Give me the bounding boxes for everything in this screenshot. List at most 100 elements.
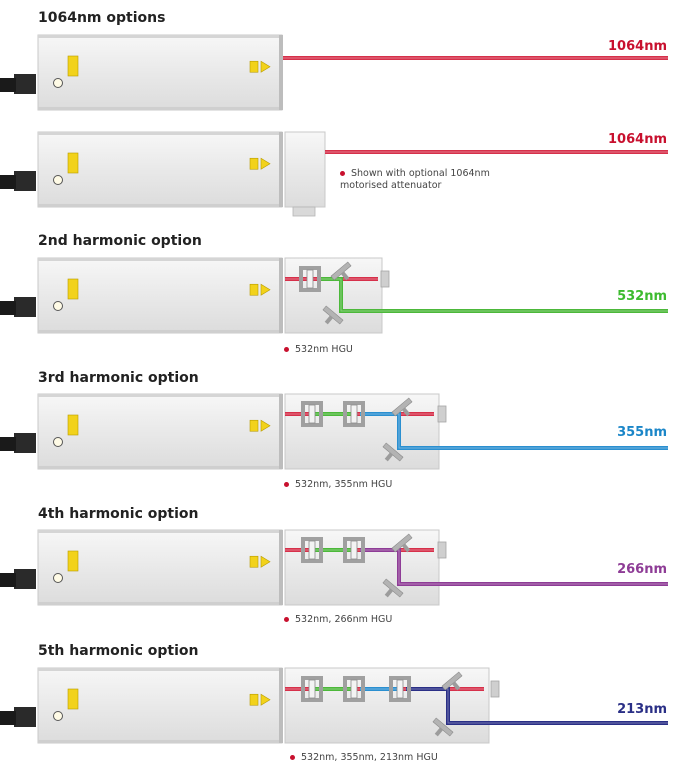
crystal-mount bbox=[299, 266, 321, 292]
mirror-mount bbox=[384, 452, 393, 462]
aperture-warning-icon bbox=[260, 283, 271, 296]
laser-head-end-plate bbox=[279, 132, 283, 207]
status-indicator-icon bbox=[53, 78, 63, 88]
attenuator-housing bbox=[284, 131, 326, 208]
mirror-icon bbox=[391, 397, 413, 417]
umbilical-cable bbox=[0, 78, 16, 92]
cable-connector bbox=[14, 433, 36, 453]
laser-head-edge bbox=[38, 132, 282, 135]
laser-head-edge bbox=[38, 740, 282, 743]
laser-head-edge bbox=[38, 530, 282, 533]
crystal-mount bbox=[301, 676, 323, 702]
aperture-warning-icon bbox=[260, 60, 271, 73]
mirror-surface bbox=[322, 305, 344, 325]
beam-266nm bbox=[360, 548, 668, 586]
nonlinear-crystal-icon bbox=[301, 676, 323, 702]
laser-head-edge bbox=[38, 668, 282, 671]
mirror-icon bbox=[322, 305, 344, 325]
nonlinear-crystal-icon bbox=[343, 676, 365, 702]
laser-warning-label-icon bbox=[67, 688, 79, 710]
crystal-mount bbox=[343, 401, 365, 427]
beam-532nm bbox=[318, 277, 668, 313]
cable-connector bbox=[14, 569, 36, 589]
mirror-icon bbox=[382, 442, 404, 462]
status-indicator-icon bbox=[53, 175, 63, 185]
laser-head-edge bbox=[38, 107, 282, 110]
beam-355nm-highlight bbox=[360, 413, 668, 449]
aperture-warning-icon bbox=[260, 157, 271, 170]
mirror-mount bbox=[324, 315, 333, 325]
cable-connector bbox=[14, 171, 36, 191]
crystal bbox=[308, 679, 316, 699]
hgu-note-266: 532nm, 266nm HGU bbox=[284, 614, 392, 626]
beam-213nm-highlight bbox=[406, 688, 668, 724]
section-title-4th-harmonic: 4th harmonic option bbox=[38, 506, 199, 522]
beam-dump-icon bbox=[437, 541, 447, 559]
crystal-mount bbox=[301, 401, 323, 427]
attenuator-note: Shown with optional 1064nm motorised att… bbox=[340, 168, 490, 191]
note-bullet bbox=[284, 482, 289, 487]
mirror-mount bbox=[434, 727, 443, 737]
laser-head-edge bbox=[38, 330, 282, 333]
laser-head bbox=[0, 131, 283, 208]
mirror-surface bbox=[382, 442, 404, 462]
beam-dump-icon bbox=[380, 270, 390, 288]
beam-532nm-highlight bbox=[318, 278, 668, 312]
mirror-icon bbox=[441, 671, 463, 691]
crystal-mount bbox=[389, 676, 411, 702]
laser-head-edge bbox=[38, 394, 282, 397]
crystal bbox=[306, 269, 314, 289]
crystal-mount bbox=[343, 676, 365, 702]
hgu-note-213: 532nm, 355nm, 213nm HGU bbox=[290, 752, 438, 764]
attenuator-motor bbox=[292, 206, 316, 217]
note-bullet bbox=[340, 171, 345, 176]
laser-head-edge bbox=[38, 204, 282, 207]
wavelength-label-1064-b: 1064nm bbox=[608, 132, 667, 147]
note-bullet bbox=[284, 347, 289, 352]
mirror-mount bbox=[452, 681, 461, 691]
mirror-surface bbox=[382, 578, 404, 598]
laser-head-edge bbox=[38, 602, 282, 605]
status-indicator-icon bbox=[53, 573, 63, 583]
beam-355nm bbox=[360, 412, 668, 450]
warning-sticker-icon bbox=[249, 693, 259, 706]
laser-warning-label-icon bbox=[67, 152, 79, 174]
aperture-warning-icon bbox=[260, 693, 271, 706]
mirror-surface bbox=[391, 533, 413, 553]
laser-head-edge bbox=[38, 258, 282, 261]
laser-head bbox=[0, 393, 283, 470]
laser-head-edge bbox=[38, 35, 282, 38]
cable-connector bbox=[14, 707, 36, 727]
mirror-icon bbox=[391, 533, 413, 553]
nonlinear-crystal-icon bbox=[343, 537, 365, 563]
section-title-3rd-harmonic: 3rd harmonic option bbox=[38, 370, 199, 386]
status-indicator-icon bbox=[53, 301, 63, 311]
warning-sticker-icon bbox=[249, 555, 259, 568]
motorised-attenuator bbox=[284, 131, 326, 217]
section-title-1064: 1064nm options bbox=[38, 10, 166, 26]
laser-warning-label-icon bbox=[67, 278, 79, 300]
mirror-surface bbox=[391, 397, 413, 417]
section-title-5th-harmonic: 5th harmonic option bbox=[38, 643, 199, 659]
warning-sticker-icon bbox=[249, 419, 259, 432]
status-indicator-icon bbox=[53, 711, 63, 721]
cable-connector bbox=[14, 74, 36, 94]
crystal bbox=[308, 404, 316, 424]
laser-warning-label-icon bbox=[67, 414, 79, 436]
laser-head bbox=[0, 34, 283, 111]
laser-head-body bbox=[37, 131, 283, 208]
mirror-surface bbox=[432, 717, 454, 737]
laser-head-body bbox=[37, 393, 283, 470]
crystal bbox=[308, 540, 316, 560]
laser-head-end-plate bbox=[279, 258, 283, 333]
wavelength-label-266: 266nm bbox=[617, 562, 667, 577]
laser-head-end-plate bbox=[279, 35, 283, 110]
laser-head-end-plate bbox=[279, 394, 283, 469]
wavelength-label-355: 355nm bbox=[617, 425, 667, 440]
nonlinear-crystal-icon bbox=[301, 537, 323, 563]
warning-sticker-icon bbox=[249, 60, 259, 73]
crystal bbox=[350, 404, 358, 424]
umbilical-cable bbox=[0, 711, 16, 725]
wavelength-label-1064-a: 1064nm bbox=[608, 39, 667, 54]
